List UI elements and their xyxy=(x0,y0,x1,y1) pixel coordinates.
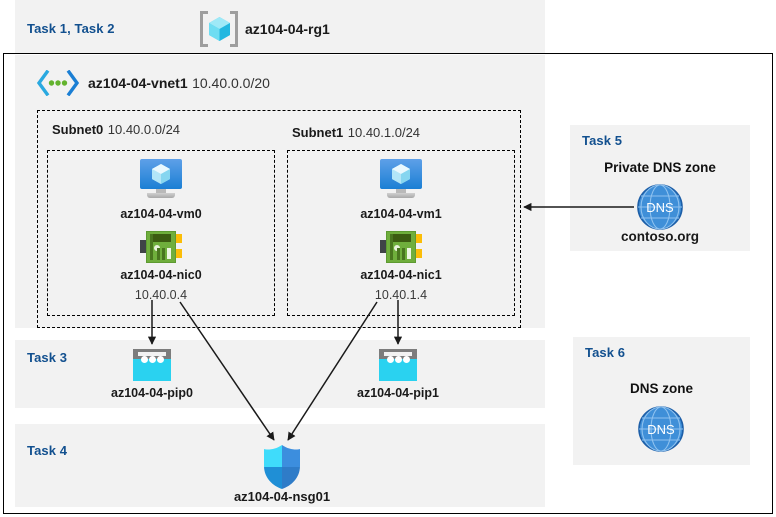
svg-text:DNS: DNS xyxy=(646,200,674,215)
task-label-rg: Task 1, Task 2 xyxy=(27,21,115,36)
vm1-name: az104-04-vm1 xyxy=(360,207,442,221)
vm0-name: az104-04-vm0 xyxy=(120,207,202,221)
virtual-machine-icon xyxy=(139,159,183,199)
private-dns-zone-name: contoso.org xyxy=(621,229,699,244)
virtual-network-icon xyxy=(36,69,80,97)
subnet0-prefix: 10.40.0.0/24 xyxy=(107,122,181,137)
public-ip-icon xyxy=(379,349,417,381)
subnet0-box xyxy=(47,150,275,316)
vnet-address-space: 10.40.0.0/20 xyxy=(192,75,270,91)
task-label-dns: Task 6 xyxy=(585,345,626,360)
pip0-name: az104-04-pip0 xyxy=(111,386,193,400)
pip1-name: az104-04-pip1 xyxy=(357,386,439,400)
task-label-nsg: Task 4 xyxy=(27,443,68,458)
subnets-container xyxy=(37,110,521,328)
subnet1-box xyxy=(287,150,515,316)
dns-zone-title: DNS zone xyxy=(629,381,693,396)
subnet0-name: Subnet0 xyxy=(52,122,104,137)
vnet-name: az104-04-vnet1 xyxy=(88,75,188,91)
network-security-group-icon xyxy=(262,444,302,490)
resource-group-band xyxy=(15,0,545,53)
dns-zone-icon: DNS xyxy=(637,184,683,230)
public-ip-icon xyxy=(133,349,171,381)
resource-group-name: az104-04-rg1 xyxy=(245,21,330,37)
resource-group-icon xyxy=(200,10,238,48)
nic0-name: az104-04-nic0 xyxy=(120,268,202,282)
public-ip-band xyxy=(15,340,545,408)
subnet1-prefix: 10.40.1.0/24 xyxy=(347,125,421,140)
virtual-machine-icon xyxy=(379,159,423,199)
nic1-private-ip: 10.40.1.4 xyxy=(374,288,428,302)
vnet-panel xyxy=(15,55,545,328)
subnet1-name: Subnet1 xyxy=(292,125,344,140)
nic0-private-ip: 10.40.0.4 xyxy=(134,288,188,302)
task-label-pip: Task 3 xyxy=(27,350,68,365)
network-interface-icon xyxy=(380,230,422,264)
nic1-name: az104-04-nic1 xyxy=(360,268,442,282)
task-label-private-dns: Task 5 xyxy=(582,133,623,148)
subnet0-caption: Subnet0 10.40.0.0/24 xyxy=(52,121,180,139)
dns-zone-icon: DNS xyxy=(638,406,684,452)
vnet-caption: az104-04-vnet1 10.40.0.0/20 xyxy=(88,75,270,93)
cube-glyph xyxy=(209,17,230,41)
nsg-name: az104-04-nsg01 xyxy=(233,489,331,504)
svg-text:DNS: DNS xyxy=(647,422,675,437)
subnet1-caption: Subnet1 10.40.1.0/24 xyxy=(292,124,420,142)
network-interface-icon xyxy=(140,230,182,264)
private-dns-zone-title: Private DNS zone xyxy=(604,160,716,175)
